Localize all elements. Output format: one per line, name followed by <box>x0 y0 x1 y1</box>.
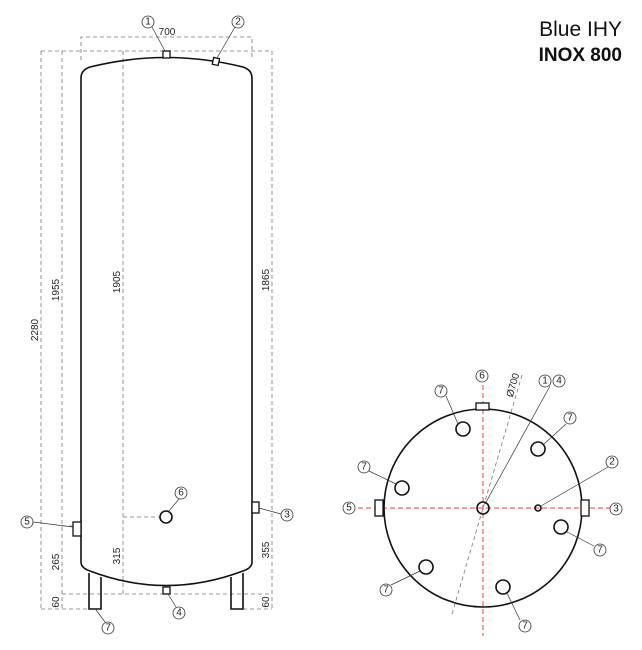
top-label-7f: 7 <box>518 619 532 633</box>
svg-text:5: 5 <box>24 517 30 528</box>
svg-text:3: 3 <box>613 504 619 515</box>
svg-text:6: 6 <box>178 488 184 499</box>
nozzle-2 <box>534 504 542 512</box>
top-label-6: 6 <box>475 369 489 383</box>
tank-body <box>80 56 253 587</box>
connection-4 <box>162 586 171 595</box>
connection-3 <box>251 501 260 514</box>
connection-6 <box>159 510 173 524</box>
nozzle-5 <box>374 499 384 517</box>
dim-60-right: 60 <box>261 596 272 608</box>
svg-text:3: 3 <box>284 510 290 521</box>
title-model: Blue IHY <box>539 18 622 41</box>
legs <box>88 573 244 610</box>
svg-text:6: 6 <box>479 371 485 382</box>
side-view: 700 2280 1955 1905 1865 265 315 355 60 6… <box>20 15 294 635</box>
label-1: 1 <box>141 15 155 29</box>
top-label-7b: 7 <box>563 411 577 425</box>
top-label-4: 4 <box>552 374 566 388</box>
svg-text:4: 4 <box>556 376 562 387</box>
dim-355: 355 <box>261 541 272 558</box>
top-label-5: 5 <box>342 501 356 515</box>
top-leaders <box>368 385 609 621</box>
side-labels: 1 2 3 4 5 6 7 <box>20 15 294 635</box>
label-5: 5 <box>20 515 34 529</box>
top-view: Ø700 6 1 4 7 7 7 2 5 3 7 7 7 <box>342 369 623 636</box>
dim-60-left: 60 <box>51 596 62 608</box>
dim-1865: 1865 <box>261 268 272 291</box>
nozzle-3 <box>580 499 590 517</box>
top-label-2: 2 <box>605 455 619 469</box>
label-7: 7 <box>101 621 115 635</box>
top-label-7d: 7 <box>593 543 607 557</box>
dim-700: 700 <box>159 27 176 38</box>
svg-text:7: 7 <box>438 386 444 397</box>
svg-text:7: 7 <box>597 545 603 556</box>
top-label-7c: 7 <box>357 460 371 474</box>
dim-1905: 1905 <box>112 270 123 293</box>
nozzle-6 <box>475 402 490 411</box>
connection-2 <box>211 56 221 67</box>
svg-text:1: 1 <box>145 17 151 28</box>
leaders <box>32 26 282 623</box>
nozzle-1-4 <box>476 501 490 515</box>
dim-2280: 2280 <box>30 318 41 341</box>
label-6: 6 <box>174 486 188 500</box>
svg-text:2: 2 <box>609 457 615 468</box>
svg-text:1: 1 <box>542 376 548 387</box>
dim-265: 265 <box>51 553 62 570</box>
svg-text:5: 5 <box>346 503 352 514</box>
svg-text:7: 7 <box>383 585 389 596</box>
title-variant: INOX 800 <box>539 45 622 66</box>
top-label-7a: 7 <box>434 384 448 398</box>
holes-7 <box>394 421 569 595</box>
svg-text:4: 4 <box>176 608 182 619</box>
svg-text:7: 7 <box>522 621 528 632</box>
svg-text:2: 2 <box>235 17 241 28</box>
svg-text:7: 7 <box>567 413 573 424</box>
top-label-7e: 7 <box>379 583 393 597</box>
top-label-3: 3 <box>609 502 623 516</box>
dim-1955: 1955 <box>51 278 62 301</box>
label-2: 2 <box>231 15 245 29</box>
dimension-texts: 700 2280 1955 1905 1865 265 315 355 60 6… <box>30 27 272 608</box>
title-block: Blue IHY INOX 800 <box>539 18 622 66</box>
top-labels: 6 1 4 7 7 7 2 5 3 7 7 7 <box>342 369 623 633</box>
dim-315: 315 <box>112 547 123 564</box>
label-4: 4 <box>172 606 186 620</box>
connection-1 <box>162 50 171 59</box>
diameter-text: Ø700 <box>505 372 522 399</box>
svg-text:7: 7 <box>105 623 111 634</box>
svg-text:7: 7 <box>361 462 367 473</box>
top-label-1: 1 <box>538 374 552 388</box>
label-3: 3 <box>280 508 294 522</box>
connection-5 <box>72 521 82 537</box>
